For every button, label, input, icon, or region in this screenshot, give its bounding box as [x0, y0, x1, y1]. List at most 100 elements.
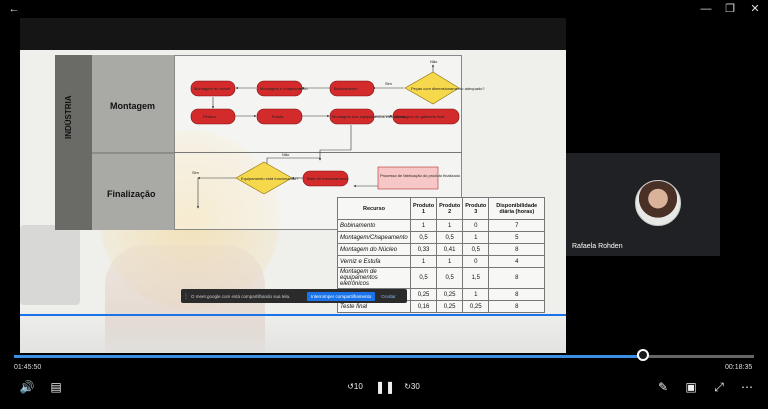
slide-fade	[20, 310, 566, 353]
resource-name-cell: Montagem/Chapeamento	[337, 231, 411, 244]
table-header: Produto 1	[409, 197, 438, 220]
seek-bar-progress	[14, 355, 643, 358]
flow-shapes: Montagem do móvel Montagem e chapeamento…	[190, 59, 485, 209]
resource-name-cell: Montagem de equipamentos eletrônicos	[337, 267, 411, 289]
lane-divider	[174, 152, 462, 153]
resource-name-cell: Montagem do Núcleo	[337, 243, 411, 256]
value-cell: 0,5	[409, 267, 438, 289]
value-cell: 0,25	[436, 288, 464, 301]
value-cell: 0,5	[409, 231, 438, 244]
minimize-icon[interactable]: —	[700, 3, 712, 15]
value-cell: 5	[488, 231, 546, 244]
value-cell: 0,25	[409, 288, 438, 301]
resource-table: Recurso Produto 1 Produto 2 Produto 3 Di…	[337, 197, 546, 313]
participant-name: Rafaela Rohden	[572, 243, 623, 250]
close-icon[interactable]: ✕	[750, 3, 760, 15]
forward-30-button[interactable]: ↻30	[404, 382, 420, 391]
lane-finalizacao: Finalização	[107, 189, 156, 199]
edge-label-sim: Sim	[192, 170, 200, 175]
remaining-time: 00:18:35	[725, 364, 753, 371]
node-montagem-movel	[190, 80, 236, 97]
edge-label-nao: Não	[282, 152, 290, 157]
value-cell: 0,25	[436, 300, 464, 313]
hide-button[interactable]: Ocultar	[381, 293, 396, 299]
value-cell: 1,5	[462, 267, 490, 289]
node-label: Montagem do gabinete final	[395, 114, 444, 119]
seek-bar[interactable]	[14, 355, 754, 358]
value-cell: 8	[488, 267, 546, 289]
current-time: 01:45:50	[14, 364, 42, 371]
miniplayer-icon[interactable]: ▣	[685, 380, 697, 394]
node-label: Montagem dos equipamentos eletrônicos	[332, 114, 405, 119]
video-letterbox	[20, 18, 566, 50]
table-header: Disponibilidade diária (horas)	[488, 197, 546, 220]
table-header: Recurso	[337, 197, 411, 220]
node-montagem-gabinete	[392, 108, 460, 125]
value-cell: 0,33	[409, 243, 438, 256]
node-pintura	[190, 108, 236, 125]
pen-icon[interactable]: ✎	[657, 380, 669, 394]
node-label: Montagem do móvel	[194, 86, 230, 91]
table-header: Produto 3	[462, 197, 490, 220]
value-cell: 0,5	[436, 267, 464, 289]
edge-label-sim: Sim	[385, 81, 393, 86]
node-label: Teste de funcionamento	[306, 176, 349, 181]
node-pecas-decision	[404, 71, 460, 105]
value-cell: 0,16	[409, 300, 438, 313]
node-equipamento-decision	[235, 161, 293, 195]
back-icon[interactable]: ←	[8, 3, 20, 15]
pause-icon[interactable]: ❚❚	[375, 380, 396, 394]
rewind-10-button[interactable]: ↺10	[347, 382, 363, 391]
value-cell: 0	[462, 255, 490, 268]
value-cell: 1	[409, 219, 438, 232]
lane-divider	[92, 152, 174, 154]
title-bar: ← — ❐ ✕	[0, 0, 768, 18]
participant-tile: Rafaela Rohden	[566, 153, 720, 256]
node-label: Bobinamento	[334, 86, 358, 91]
subtitles-icon[interactable]: ▤	[50, 380, 62, 394]
rewind-label: 10	[353, 382, 363, 391]
fullscreen-icon[interactable]: ⤢	[714, 380, 724, 394]
background-shape	[20, 225, 80, 305]
node-montagem-chapeamento	[256, 80, 303, 97]
node-label: Montagem e chapeamento	[260, 86, 308, 91]
drag-handle-icon[interactable]: ⋮	[183, 293, 189, 300]
stop-sharing-button[interactable]: Interromper compartilhamento	[307, 291, 376, 301]
value-cell: 0	[462, 219, 490, 232]
seek-thumb[interactable]	[637, 349, 649, 361]
edge-label-nao: Não	[430, 59, 438, 64]
value-cell: 1	[409, 255, 438, 268]
lane-label-column	[92, 55, 174, 230]
node-label: Pintura	[203, 114, 216, 119]
value-cell: 8	[488, 243, 546, 256]
share-message: O meet.google.com está compartilhando su…	[191, 293, 291, 299]
resource-name-cell: Verniz e Estufa	[337, 255, 411, 268]
restore-icon[interactable]: ❐	[725, 3, 735, 15]
value-cell: 0,41	[436, 243, 464, 256]
resource-name-cell: Bobinamento	[337, 219, 411, 232]
flow-labels: Montagem do móvel Montagem e chapeamento…	[192, 59, 485, 181]
value-cell: 8	[488, 288, 546, 301]
value-cell: 0,25	[462, 300, 490, 313]
volume-icon[interactable]: 🔊	[19, 380, 35, 394]
forward-label: 30	[410, 382, 420, 391]
node-bobinamento	[329, 80, 375, 97]
flow-nodes	[190, 71, 460, 195]
value-cell: 1	[436, 255, 464, 268]
value-cell: 1	[436, 219, 464, 232]
node-label: Processo de fabricação do produto finali…	[380, 173, 461, 178]
value-cell: 1	[462, 231, 490, 244]
lane-montagem: Montagem	[110, 101, 155, 111]
inner-progress-line	[20, 314, 566, 316]
more-icon[interactable]: ⋯	[741, 380, 753, 394]
shared-screen-video[interactable]: INDÚSTRIA Montagem Finalização	[20, 18, 566, 353]
table-header: Produto 2	[436, 197, 464, 220]
value-cell: 4	[488, 255, 546, 268]
screen-share-notice: ⋮ O meet.google.com está compartilhando …	[181, 289, 407, 303]
node-label: Peças com dimensionamento adequado?	[411, 86, 485, 91]
